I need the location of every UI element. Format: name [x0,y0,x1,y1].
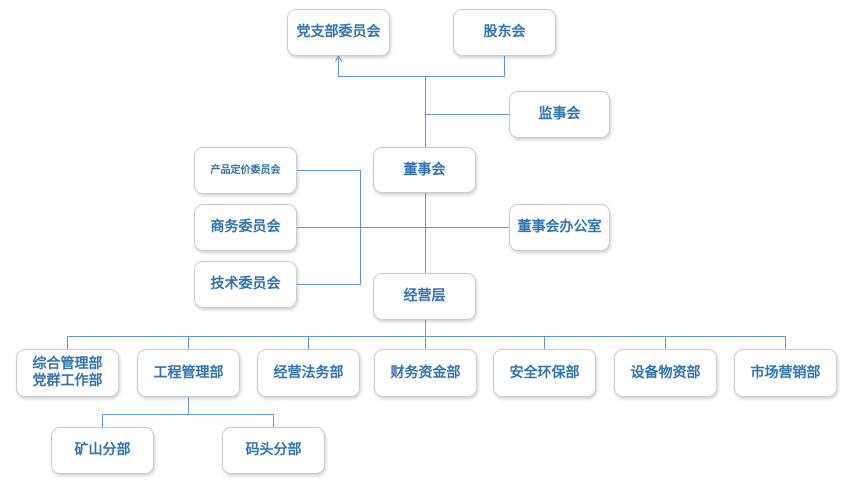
node-mining-branch: 矿山分部 [51,427,154,474]
node-equipment: 设备物资部 [614,349,717,397]
node-wharf-branch: 码头分部 [222,427,325,474]
node-engineering: 工程管理部 [137,349,240,397]
node-board-of-directors: 董事会 [373,147,476,193]
node-finance: 财务资金部 [374,349,477,397]
node-supervisory-board: 监事会 [509,91,610,138]
connector-shareholders-party [338,56,505,77]
node-party-committee: 党支部委员会 [287,9,390,56]
node-technical-committee: 技术委员会 [194,261,297,308]
node-pricing-committee: 产品定价委员会 [194,147,297,194]
connector-pricing [297,170,361,285]
node-board-office: 董事会办公室 [509,204,610,251]
node-general-admin: 综合管理部 党群工作部 [16,349,119,397]
node-shareholders: 股东会 [453,9,556,56]
node-business-committee: 商务委员会 [194,204,297,251]
node-safety-env: 安全环保部 [493,349,596,397]
node-management: 经营层 [373,273,476,320]
node-marketing: 市场营销部 [734,349,837,397]
node-legal: 经营法务部 [257,349,360,397]
